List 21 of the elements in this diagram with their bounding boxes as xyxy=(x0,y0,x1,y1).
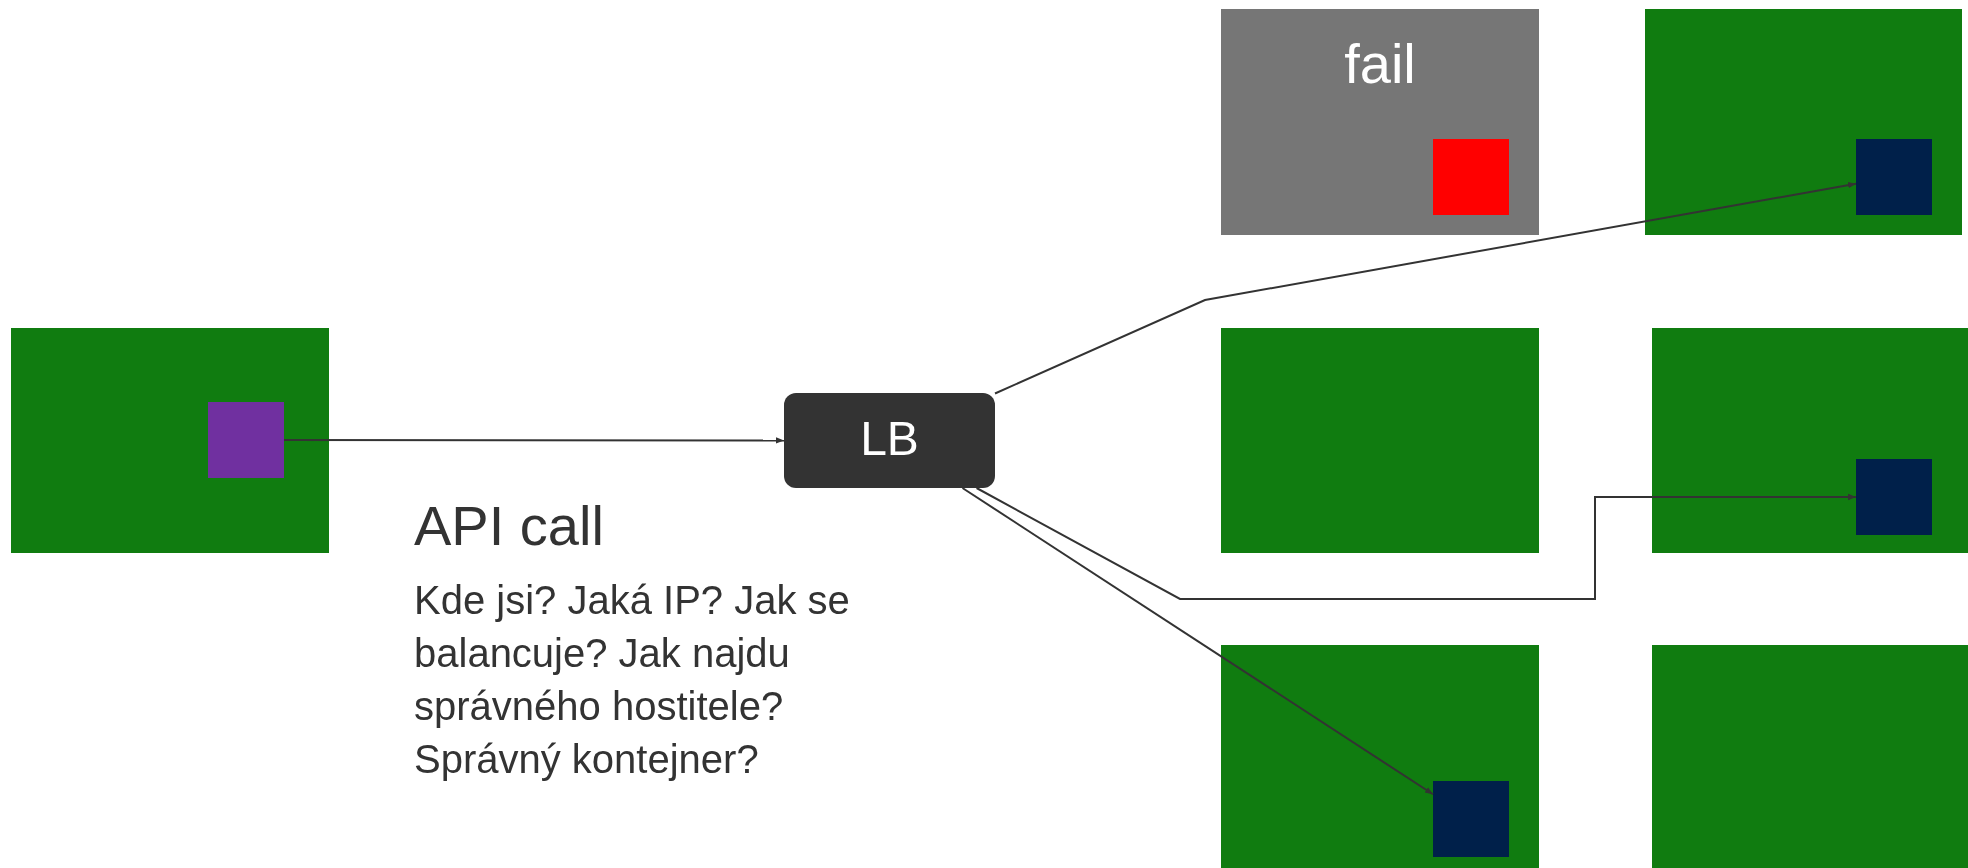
container-square xyxy=(1433,139,1509,215)
heading-text: API call xyxy=(414,493,605,559)
arrow xyxy=(961,487,1434,796)
status-label: fail xyxy=(1344,31,1416,96)
server-block xyxy=(1652,645,1968,868)
node-label: LB xyxy=(859,411,920,466)
container-square xyxy=(1433,781,1509,857)
container-square xyxy=(208,402,284,478)
server-block xyxy=(1652,328,1968,553)
arrow xyxy=(994,182,1857,395)
container-square xyxy=(1856,459,1932,535)
server-block xyxy=(1221,328,1539,553)
server-block xyxy=(1645,9,1962,235)
server-block xyxy=(1221,645,1539,868)
load-balancer-box xyxy=(784,393,995,488)
arrow xyxy=(975,487,1857,600)
arrow xyxy=(283,437,785,444)
container-square xyxy=(1856,139,1932,215)
question-text: Kde jsi? Jaká IP? Jak se balancuje? Jak najdu správného hostitele? Správný kontejner? xyxy=(414,577,851,783)
server-block xyxy=(11,328,329,553)
server-block xyxy=(1221,9,1539,235)
